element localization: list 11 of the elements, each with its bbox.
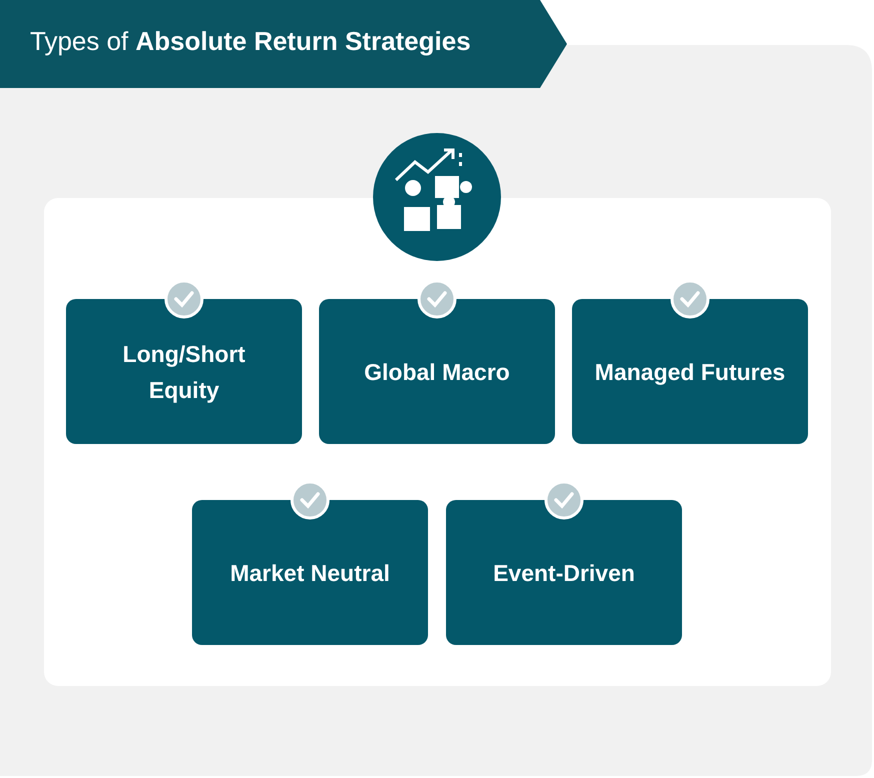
strategy-label: Event-Driven — [493, 558, 635, 588]
strategy-label: Long/Short Equity — [122, 340, 246, 405]
strategy-box — [66, 299, 302, 444]
strategy-box — [572, 299, 808, 444]
strategy-label: Global Macro — [364, 358, 510, 386]
strategy-box — [192, 500, 428, 645]
strategy-box — [319, 299, 555, 444]
strategy-label: Market Neutral — [230, 558, 390, 588]
title: Types of Absolute Return Strategies — [30, 26, 471, 57]
strategy-box — [446, 500, 682, 645]
strategy-label: Managed Futures — [594, 358, 786, 387]
